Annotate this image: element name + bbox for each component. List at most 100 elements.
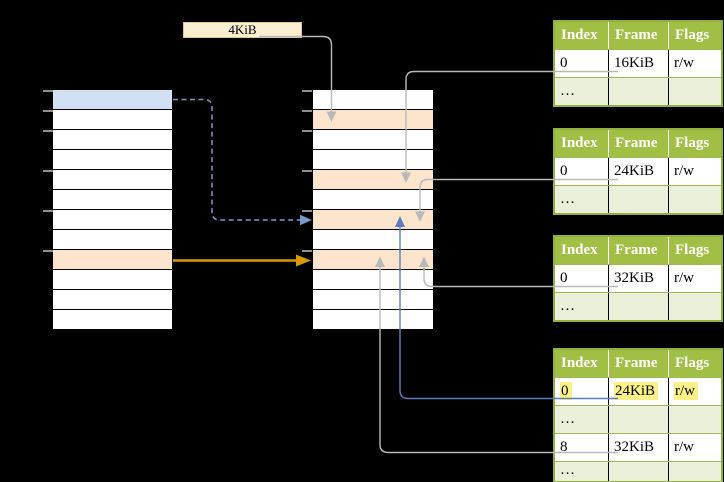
address-tick <box>43 249 53 252</box>
left-memory-cell-6 <box>53 210 172 230</box>
column-header-index: Index <box>561 27 598 43</box>
left-memory-cell-11 <box>53 310 172 330</box>
arrowhead-right-icon <box>300 214 312 226</box>
table-cell: 0 <box>555 378 608 405</box>
table-cell <box>608 293 668 320</box>
middle-memory-cell-0 <box>313 90 433 110</box>
middle-memory-cell-5 <box>313 190 433 210</box>
table-row: … <box>555 292 721 320</box>
table-cell <box>668 186 721 213</box>
middle-memory-cell-3 <box>313 150 433 170</box>
column-header-frame: Frame <box>608 237 668 264</box>
table-cell: 8 <box>560 439 568 455</box>
left-memory-cell-4 <box>53 170 172 190</box>
arrowhead-right-icon <box>296 254 311 267</box>
left-memory-cell-1 <box>53 110 172 130</box>
table-row: … <box>555 461 721 481</box>
address-tick <box>43 169 53 172</box>
left-memory-cell-7 <box>53 230 172 250</box>
column-header-flags: Flags <box>668 22 721 49</box>
table-cell <box>668 293 721 320</box>
column-header-index: Index <box>561 135 598 151</box>
table-cell <box>668 406 721 433</box>
column-header-frame: Frame <box>608 22 668 49</box>
middle-memory-column <box>313 90 433 330</box>
table-cell <box>608 186 668 213</box>
table-cell: r/w <box>668 50 721 77</box>
table-cell <box>608 78 668 105</box>
left-memory-cell-0 <box>53 90 172 110</box>
table-cell: … <box>560 411 575 427</box>
column-header-flags: Flags <box>668 350 721 377</box>
middle-memory-cell-11 <box>313 310 433 330</box>
middle-memory-cell-6 <box>313 210 433 230</box>
address-tick <box>302 249 312 252</box>
highlighted-value: r/w <box>674 382 698 400</box>
table-cell: 32KiB <box>608 265 668 292</box>
table-cell: r/w <box>668 265 721 292</box>
table-cell: … <box>560 298 575 314</box>
table-cell: 0 <box>560 270 568 286</box>
address-tick <box>43 109 53 112</box>
table-cell: … <box>560 462 575 478</box>
highlighted-value: 24KiB <box>614 382 659 400</box>
column-header-index: Index <box>561 242 598 258</box>
table-cell: 16KiB <box>608 50 668 77</box>
middle-memory-cell-4 <box>313 170 433 190</box>
column-header-flags: Flags <box>668 237 721 264</box>
table-cell: r/w <box>668 434 721 461</box>
column-header-flags: Flags <box>668 130 721 157</box>
highlighted-value: 0 <box>560 382 572 400</box>
table-row: … <box>555 77 721 105</box>
table-cell <box>668 462 721 481</box>
address-tick <box>302 129 312 132</box>
address-tick <box>302 169 312 172</box>
table-cell: 0 <box>560 55 568 71</box>
address-tick <box>43 129 53 132</box>
address-tick <box>302 89 312 92</box>
table-row: 0 24KiB r/w <box>555 377 721 405</box>
table-cell <box>608 462 668 481</box>
middle-memory-cell-10 <box>313 290 433 310</box>
left-memory-cell-10 <box>53 290 172 310</box>
table-cell: r/w <box>668 158 721 185</box>
left-memory-column <box>53 90 172 330</box>
table-cell: 32KiB <box>608 434 668 461</box>
middle-memory-cell-1 <box>313 110 433 130</box>
arrow-leftblue-to-frame <box>173 98 300 221</box>
middle-memory-cell-9 <box>313 270 433 290</box>
column-header-frame: Frame <box>608 130 668 157</box>
address-tick <box>43 89 53 92</box>
table-cell: 24KiB <box>608 378 668 405</box>
middle-memory-cell-2 <box>313 130 433 150</box>
left-memory-cell-9 <box>53 270 172 290</box>
table-cell: … <box>560 191 575 207</box>
middle-memory-cell-7 <box>313 230 433 250</box>
table-cell <box>668 78 721 105</box>
left-memory-cell-8 <box>53 250 172 270</box>
column-header-frame: Frame <box>608 350 668 377</box>
table-cell: r/w <box>668 378 721 405</box>
page-size-text: 4KiB <box>228 22 257 37</box>
column-header-index: Index <box>561 355 598 371</box>
left-memory-cell-2 <box>53 130 172 150</box>
table-cell: … <box>560 83 575 99</box>
table-row: … <box>555 405 721 433</box>
address-tick <box>302 209 312 212</box>
middle-memory-cell-8 <box>313 250 433 270</box>
table-row: … <box>555 185 721 213</box>
table-cell <box>608 406 668 433</box>
